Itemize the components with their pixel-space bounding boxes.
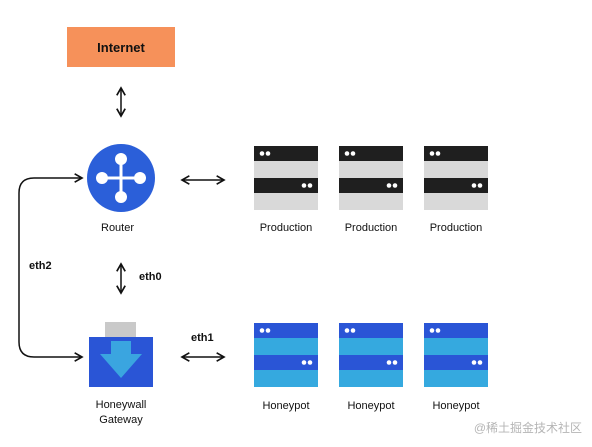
honeypot-servers xyxy=(254,323,488,387)
eth0-label: eth0 xyxy=(139,271,162,283)
production-server-icon xyxy=(339,146,403,210)
honeypot-label: Honeypot xyxy=(347,400,395,412)
production-label: Production xyxy=(344,222,398,234)
eth2-connector xyxy=(18,173,84,362)
production-server-icon xyxy=(254,146,318,210)
eth1-label: eth1 xyxy=(191,332,214,344)
router-icon xyxy=(87,144,155,212)
watermark: @稀土掘金技术社区 xyxy=(473,421,582,435)
gateway-icon xyxy=(89,322,153,387)
internet-label: Internet xyxy=(97,39,145,55)
gateway-label-line1: Honeywall xyxy=(95,399,147,411)
honeypot-label: Honeypot xyxy=(262,400,310,412)
production-servers xyxy=(254,146,488,210)
honeypot-server-icon xyxy=(339,323,403,387)
gateway-label: Honeywall Gateway xyxy=(82,398,160,428)
gateway-label-line2: Gateway xyxy=(99,414,143,426)
honeypot-server-icon xyxy=(254,323,318,387)
production-server-icon xyxy=(424,146,488,210)
production-label: Production xyxy=(429,222,483,234)
router-label: Router xyxy=(101,222,135,234)
production-label: Production xyxy=(259,222,313,234)
honeypot-label: Honeypot xyxy=(432,400,480,412)
internet-node: Internet xyxy=(67,27,175,67)
eth2-label: eth2 xyxy=(29,260,52,272)
honeypot-server-icon xyxy=(424,323,488,387)
